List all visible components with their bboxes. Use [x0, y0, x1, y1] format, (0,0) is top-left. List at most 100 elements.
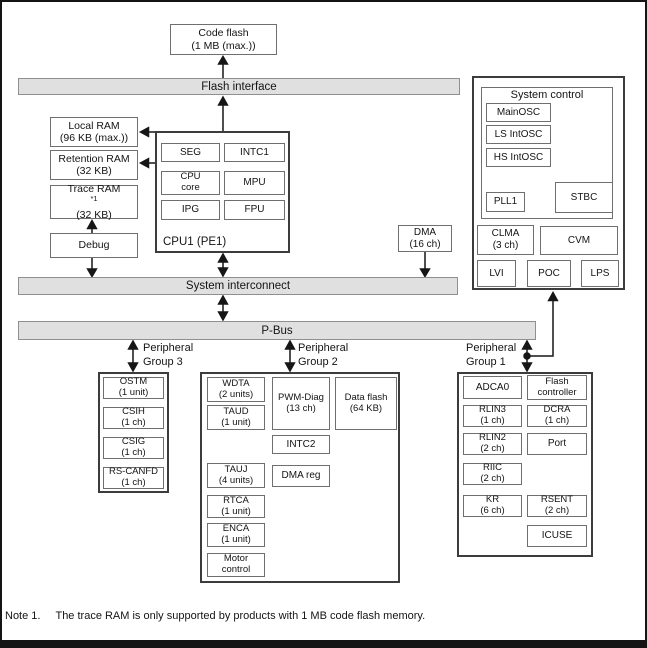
footnote-text: The trace RAM is only supported by produ…: [55, 610, 426, 622]
pwm-diag-block: PWM-Diag (13 ch): [272, 377, 330, 430]
local-ram-block: Local RAM (96 KB (max.)): [50, 117, 138, 147]
line: Peripheral: [143, 342, 194, 354]
trace-ram-name: Trace RAM: [67, 183, 121, 195]
line: ENCA: [222, 523, 250, 535]
line: (1 ch): [480, 415, 505, 426]
line: RS-CANFD: [108, 466, 159, 478]
p-bus: P-Bus: [18, 321, 536, 340]
line: (64 KB): [349, 402, 383, 414]
rsent-block: RSENT (2 ch): [527, 495, 587, 517]
line: LS IntOSC: [494, 128, 543, 140]
rtca-block: RTCA (1 unit): [207, 495, 265, 518]
line: LPS: [590, 267, 610, 279]
cvm-block: CVM: [540, 226, 618, 255]
line: INTC1: [240, 146, 269, 158]
line: CSIG: [121, 436, 146, 448]
line: (32 KB): [76, 165, 112, 177]
data-flash-block: Data flash (64 KB): [335, 377, 397, 430]
adca0-block: ADCA0: [463, 376, 522, 399]
line: Data flash: [344, 391, 388, 403]
line: SEG: [179, 146, 202, 158]
line: ADCA0: [475, 381, 510, 393]
line: (1 MB (max.)): [191, 39, 256, 52]
line: DCRA: [543, 404, 571, 416]
line: (1 unit): [221, 505, 251, 517]
line: KR: [485, 494, 500, 506]
peripheral-group1-label: Peripheral Group 1: [466, 342, 516, 370]
line: MainOSC: [496, 106, 541, 118]
hs-intosc-block: HS IntOSC: [486, 148, 551, 167]
line: PWM-Diag: [278, 391, 324, 403]
line: Group 2: [298, 355, 338, 368]
line: (1 unit): [221, 534, 251, 545]
motor-control-block: Motor control: [207, 553, 265, 577]
taud-block: TAUD (1 unit): [207, 405, 265, 430]
line: HS IntOSC: [493, 151, 544, 163]
line: Local RAM: [68, 119, 120, 132]
line: (1 ch): [121, 477, 146, 488]
dma-block: DMA (16 ch): [398, 225, 452, 252]
system-interconnect-label: System interconnect: [185, 280, 291, 292]
line: RLIN2: [479, 432, 506, 444]
line: Peripheral: [466, 342, 517, 354]
line: controller: [537, 386, 577, 398]
rs-canfd-block: RS-CANFD (1 ch): [103, 467, 164, 489]
line: (1 ch): [544, 415, 570, 426]
peripheral-group3-label: Peripheral Group 3: [143, 342, 193, 370]
line: Group 3: [143, 355, 183, 368]
system-interconnect-bus: System interconnect: [18, 277, 458, 295]
code-flash-block: Code flash (1 MB (max.)): [170, 24, 277, 55]
trace-ram-block: Trace RAM*1 (32 KB): [50, 183, 138, 221]
line: (1 unit): [118, 387, 149, 398]
flash-interface-bus: Flash interface: [18, 78, 460, 95]
footnote-number: Note 1.: [5, 610, 41, 622]
line: core: [181, 182, 200, 193]
mpu-block: MPU: [224, 171, 285, 195]
line: DMA: [413, 226, 437, 238]
line: control: [221, 564, 251, 575]
line: (2 units): [218, 388, 254, 400]
poc-block: POC: [527, 260, 571, 287]
p-bus-label: P-Bus: [261, 324, 293, 337]
ls-intosc-block: LS IntOSC: [486, 125, 551, 144]
line: Port: [547, 438, 567, 450]
fpu-block: FPU: [224, 200, 285, 220]
pll1-block: PLL1: [486, 192, 525, 212]
line: (1 unit): [221, 416, 251, 428]
lvi-block: LVI: [477, 260, 516, 287]
footnote-marker: *1: [90, 194, 98, 204]
line: Code flash: [198, 27, 249, 40]
dma-reg-block: DMA reg: [272, 465, 330, 487]
line: POC: [538, 267, 560, 279]
line: Flash: [545, 375, 569, 387]
line: PLL1: [493, 196, 518, 208]
line: DMA reg: [281, 470, 321, 482]
line: IPG: [181, 204, 200, 216]
retention-ram-block: Retention RAM (32 KB): [50, 150, 138, 180]
icuse-block: ICUSE: [527, 525, 587, 547]
line: (6 ch): [480, 505, 505, 516]
line: Trace RAM*1: [68, 183, 121, 209]
line: RIIC: [483, 462, 502, 474]
ipg-block: IPG: [161, 200, 220, 220]
line: (96 KB (max.)): [59, 132, 129, 144]
line: Group 1: [466, 355, 506, 368]
line: FPU: [244, 204, 265, 216]
line: WDTA: [222, 377, 250, 389]
debug-block: Debug: [50, 233, 138, 258]
lps-block: LPS: [581, 260, 619, 287]
line: RLIN3: [479, 404, 506, 416]
system-control-title: System control: [510, 89, 584, 101]
line: (2 ch): [480, 473, 505, 484]
rlin3-block: RLIN3 (1 ch): [463, 405, 522, 427]
line: MPU: [243, 177, 266, 189]
line: (13 ch): [286, 402, 316, 414]
csig-block: CSIG (1 ch): [103, 437, 164, 459]
line: CVM: [567, 234, 591, 246]
line: (32 KB): [76, 208, 112, 221]
wdta-block: WDTA (2 units): [207, 377, 265, 402]
line: (16 ch): [409, 238, 441, 250]
kr-block: KR (6 ch): [463, 495, 522, 517]
cpu1-label: CPU1 (PE1): [163, 236, 227, 248]
mainosc-block: MainOSC: [486, 103, 551, 122]
